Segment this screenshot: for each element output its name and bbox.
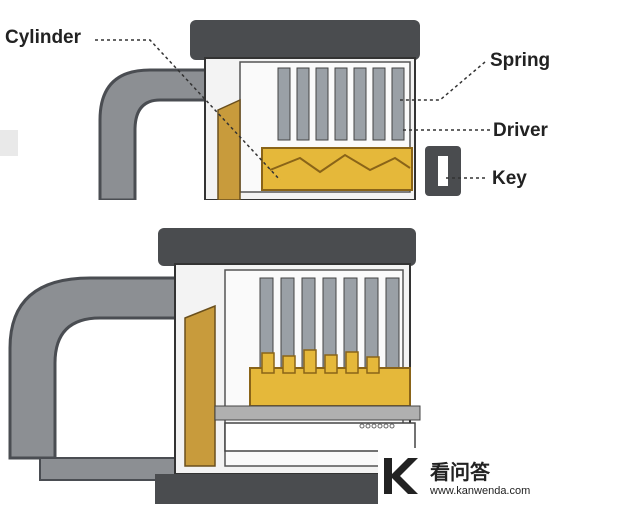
- bottom-pin-stacks: [259, 277, 400, 369]
- watermark-title: 看问答: [430, 459, 490, 484]
- label-spring: Spring: [490, 50, 551, 71]
- edge-mark: [0, 130, 18, 156]
- watermark-url: www.kanwenda.com: [430, 484, 531, 497]
- top-body-cap: [190, 20, 420, 60]
- watermark-logo: 看问答 www.kanwenda.com: [378, 448, 598, 504]
- bottom-key-blade: [214, 405, 421, 421]
- label-driver: Driver: [493, 120, 548, 141]
- label-key: Key: [492, 168, 527, 189]
- bottom-body-cap: [158, 228, 416, 266]
- label-cylinder: Cylinder: [5, 27, 82, 48]
- bottom-lock-diagram: [0, 218, 620, 510]
- top-cylinder: [261, 147, 413, 191]
- top-lock-diagram: Cylinder Spring Driver Key: [0, 0, 620, 200]
- k-logo-icon: [384, 458, 418, 494]
- bottom-lock-svg: [8, 228, 421, 504]
- top-lock-svg: [95, 20, 490, 200]
- panel-separator: [0, 200, 620, 218]
- top-pin-stacks: [277, 67, 405, 141]
